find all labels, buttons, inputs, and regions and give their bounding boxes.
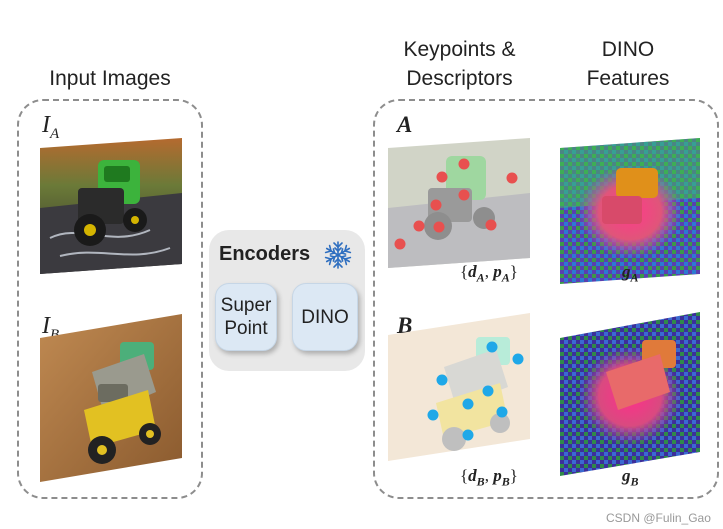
input-images-panel	[17, 99, 203, 499]
input-images-title: Input Images	[49, 67, 171, 90]
keypoint-a	[436, 171, 448, 183]
descriptor-caption-b: {dB, pB}	[460, 466, 518, 489]
keypoint-b	[436, 374, 448, 386]
keypoints-image-a	[388, 138, 530, 268]
keypoint-a	[506, 172, 518, 184]
keypoints-descriptors-title: Keypoints & Descriptors	[372, 35, 547, 93]
input-image-a	[40, 138, 182, 274]
keypoint-a	[458, 189, 470, 201]
snowflake-icon	[323, 241, 353, 269]
input-image-b	[40, 314, 182, 482]
set-a-label: A	[397, 112, 413, 137]
dino-title-line1: DINO	[601, 38, 655, 61]
keypoint-a	[485, 219, 497, 231]
set-b-label: B	[397, 313, 413, 338]
keypoints-title-line1: Keypoints &	[403, 38, 516, 61]
dino-features-title: DINO Features	[568, 35, 688, 93]
feature-caption-b: gB	[622, 466, 639, 489]
keypoint-b	[486, 341, 498, 353]
feature-caption-a: gA	[622, 262, 639, 285]
keypoints-b	[427, 341, 524, 441]
superpoint-encoder-button[interactable]: Super Point	[215, 283, 277, 351]
keypoint-a	[413, 220, 425, 232]
keypoint-a	[458, 158, 470, 170]
keypoint-a	[433, 221, 445, 233]
dino-encoder-button[interactable]: DINO	[292, 283, 358, 351]
dino-title-line2: Features	[586, 67, 670, 90]
keypoints-title-line2: Descriptors	[406, 67, 513, 90]
keypoint-b	[427, 409, 439, 421]
outputs-panel	[373, 99, 719, 499]
keypoint-b	[462, 398, 474, 410]
keypoint-b	[462, 429, 474, 441]
keypoint-b	[512, 353, 524, 365]
keypoints-a	[394, 158, 518, 250]
encoders-title: Encoders	[219, 243, 311, 265]
keypoint-b	[482, 385, 494, 397]
dino-feature-map-b	[560, 312, 700, 476]
watermark: CSDN @Fulin_Gao	[606, 511, 711, 525]
superpoint-label-line2: Point	[224, 318, 268, 339]
dino-encoder-label: DINO	[301, 306, 349, 328]
keypoint-a	[394, 238, 406, 250]
keypoint-b	[496, 406, 508, 418]
keypoints-image-b	[388, 313, 530, 461]
image-b-label: IB	[42, 313, 60, 343]
dino-feature-map-a	[560, 138, 700, 284]
superpoint-label-line1: Super	[220, 295, 272, 316]
keypoint-a	[430, 199, 442, 211]
image-a-label: IA	[42, 112, 60, 142]
descriptor-caption-a: {dA, pA}	[460, 262, 518, 285]
